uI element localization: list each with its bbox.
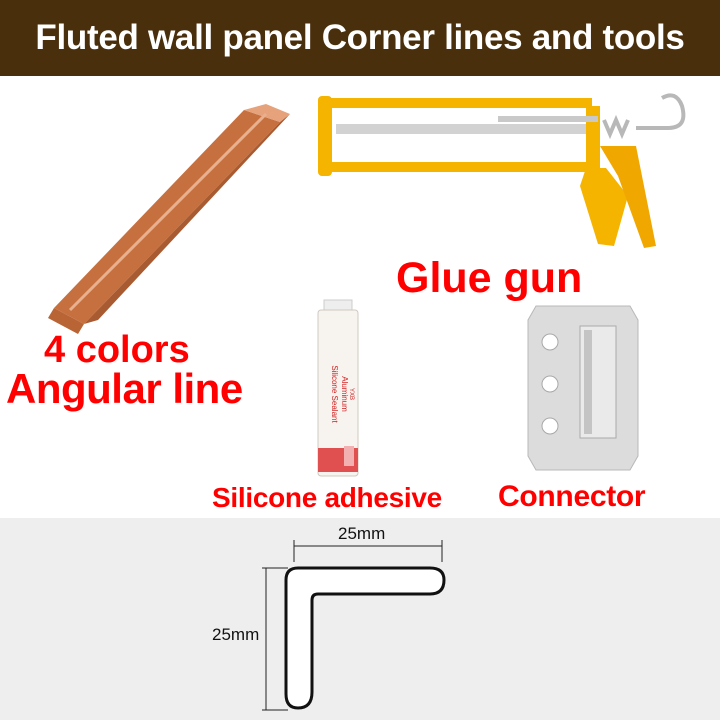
corner-line-image — [48, 104, 290, 334]
colors-label: 4 colors — [44, 329, 190, 371]
height-dimension-label: 25mm — [212, 625, 260, 644]
tube-brand: YXB — [348, 388, 354, 400]
dimension-diagram-panel — [0, 518, 720, 720]
title-banner — [0, 0, 720, 76]
silicone-adhesive-label: Silicone adhesive — [212, 482, 442, 513]
silicone-tube-image: YXB Aluminum Silicone Sealant — [317, 299, 359, 477]
banner-title: Fluted wall panel Corner lines and tools — [35, 18, 685, 57]
glue-gun-label: Glue gun — [396, 254, 583, 302]
tube-text-line2: Silicone Sealant — [330, 365, 339, 423]
glue-gun-image — [318, 93, 686, 248]
connector-image — [527, 305, 639, 471]
tube-text-line1: Aluminum — [340, 376, 349, 412]
width-dimension-label: 25mm — [338, 524, 386, 543]
angular-line-label: Angular line — [6, 365, 243, 412]
connector-label: Connector — [498, 480, 646, 513]
